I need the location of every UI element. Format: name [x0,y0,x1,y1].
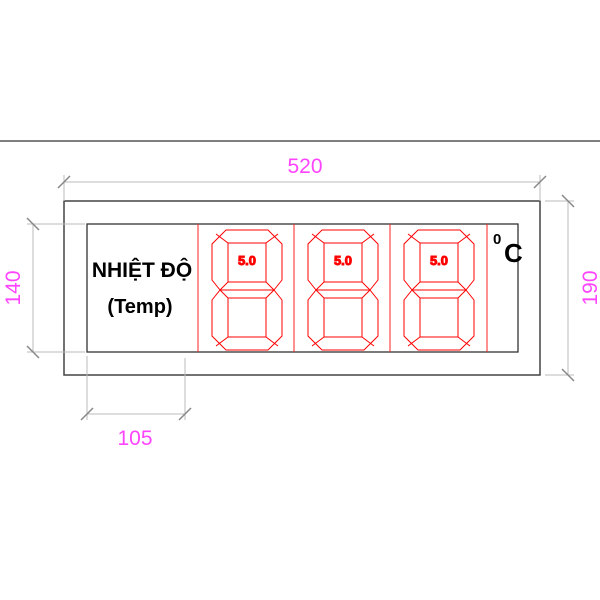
segment-outline [457,281,467,291]
inner-panel [86,223,519,353]
segment-outline [457,336,471,347]
segment-outline [457,289,467,299]
degree-symbol: 0 [493,231,501,248]
segment-outline [265,233,279,244]
dimension-lines [26,175,575,421]
segment-outline [311,336,325,347]
segment-outline [219,289,229,299]
segment-outline [361,336,375,347]
segment-outline [411,289,421,299]
segment-outline [403,229,475,351]
segment-outline [361,233,375,244]
segment-outline [323,242,363,283]
segment-outline [411,281,421,291]
label-english: (Temp) [107,296,172,318]
label-vietnamese: NHIỆT ĐỘ [92,258,192,282]
segment-outline [323,297,363,338]
segment-outline [457,233,471,244]
segment-outline [265,289,275,299]
digit-2: 5.0 [307,229,379,351]
segment-outline [361,281,371,291]
segment-outline [419,297,459,338]
segment-outline [361,289,371,299]
outer-frame [63,200,541,376]
segment-outline [211,229,283,351]
segment-outline [265,281,275,291]
segment-outline [315,289,325,299]
segment-outline [219,281,229,291]
segment-outline [311,233,325,244]
dimension-label-105: 105 [117,427,152,450]
digit-dividers [197,224,488,352]
segment-outline [215,336,229,347]
segment-outline [315,281,325,291]
digit-1: 5.0 [211,229,283,351]
seven-segment-digits: 5.0 5.0 5.0 [211,229,475,351]
digit-3: 5.0 [403,229,475,351]
digit-rating-label: 5.0 [238,253,256,268]
segment-outline [407,336,421,347]
digit-rating-label: 5.0 [430,253,448,268]
dimension-panel-140: 140 [2,270,25,305]
segment-outline [265,336,279,347]
digit-rating-label: 5.0 [334,253,352,268]
segment-outline [215,233,229,244]
dimension-width-520: 520 [287,155,322,178]
dimension-height-190: 190 [579,270,600,305]
segment-outline [227,242,267,283]
segment-outline [407,233,421,244]
celsius-unit: C [504,238,523,268]
segment-outline [419,242,459,283]
segment-outline [307,229,379,351]
segment-outline [227,297,267,338]
